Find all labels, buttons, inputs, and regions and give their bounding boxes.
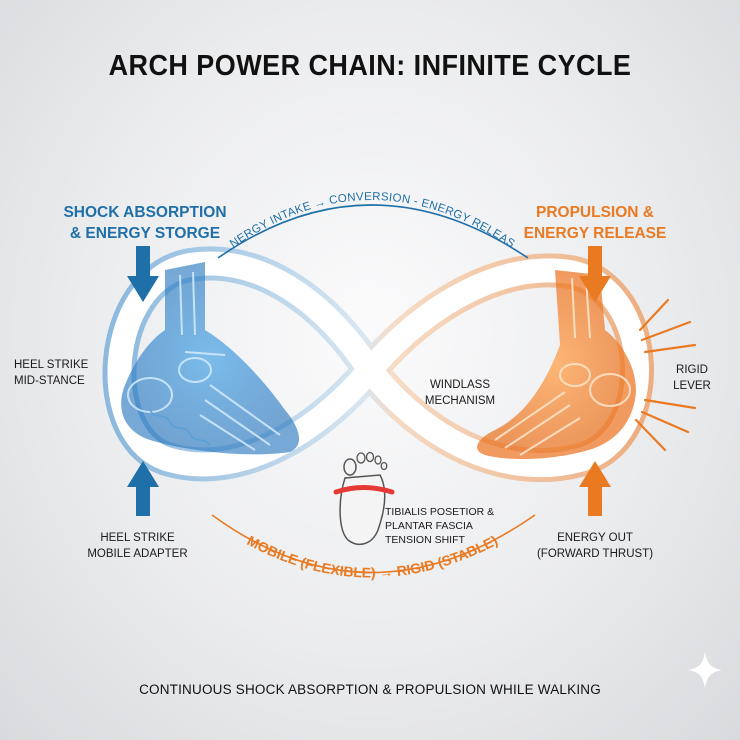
right-header: PROPULSION & ENERGY RELEASE (523, 204, 667, 242)
right-bottom-label: ENERGY OUT (FORWARD THRUST) (536, 532, 654, 560)
page-title: ARCH POWER CHAIN: INFINITE CYCLE (108, 50, 632, 82)
arrow-up-icon (127, 461, 159, 516)
right-mid-label: RIGID LEVER (673, 364, 711, 392)
arrow-down-icon (579, 246, 611, 302)
left-mid-label: HEEL STRIKE MID-STANCE (14, 359, 89, 387)
footer-caption: CONTINUOUS SHOCK ABSORPTION & PROPULSION… (139, 682, 601, 697)
sparkle-icon (688, 652, 722, 688)
arrow-up-icon (579, 461, 611, 516)
bottom-arc (211, 514, 536, 574)
infinity-band (102, 246, 654, 483)
left-bottom-label: HEEL STRIKE MOBILE ADAPTER (87, 532, 188, 560)
burst-lines (634, 298, 697, 452)
top-arc (217, 204, 529, 259)
arrow-down-icon (127, 246, 159, 302)
left-header: SHOCK ABSORPTION & ENERGY STORGE (63, 204, 227, 242)
footprint-icon (333, 451, 395, 546)
foot-skeleton-icon (121, 262, 300, 455)
center-bottom-label: TIBIALIS POSETIOR & PLANTAR FASCIA TENSI… (385, 506, 495, 546)
center-label: WINDLASS MECHANISM (424, 379, 496, 407)
